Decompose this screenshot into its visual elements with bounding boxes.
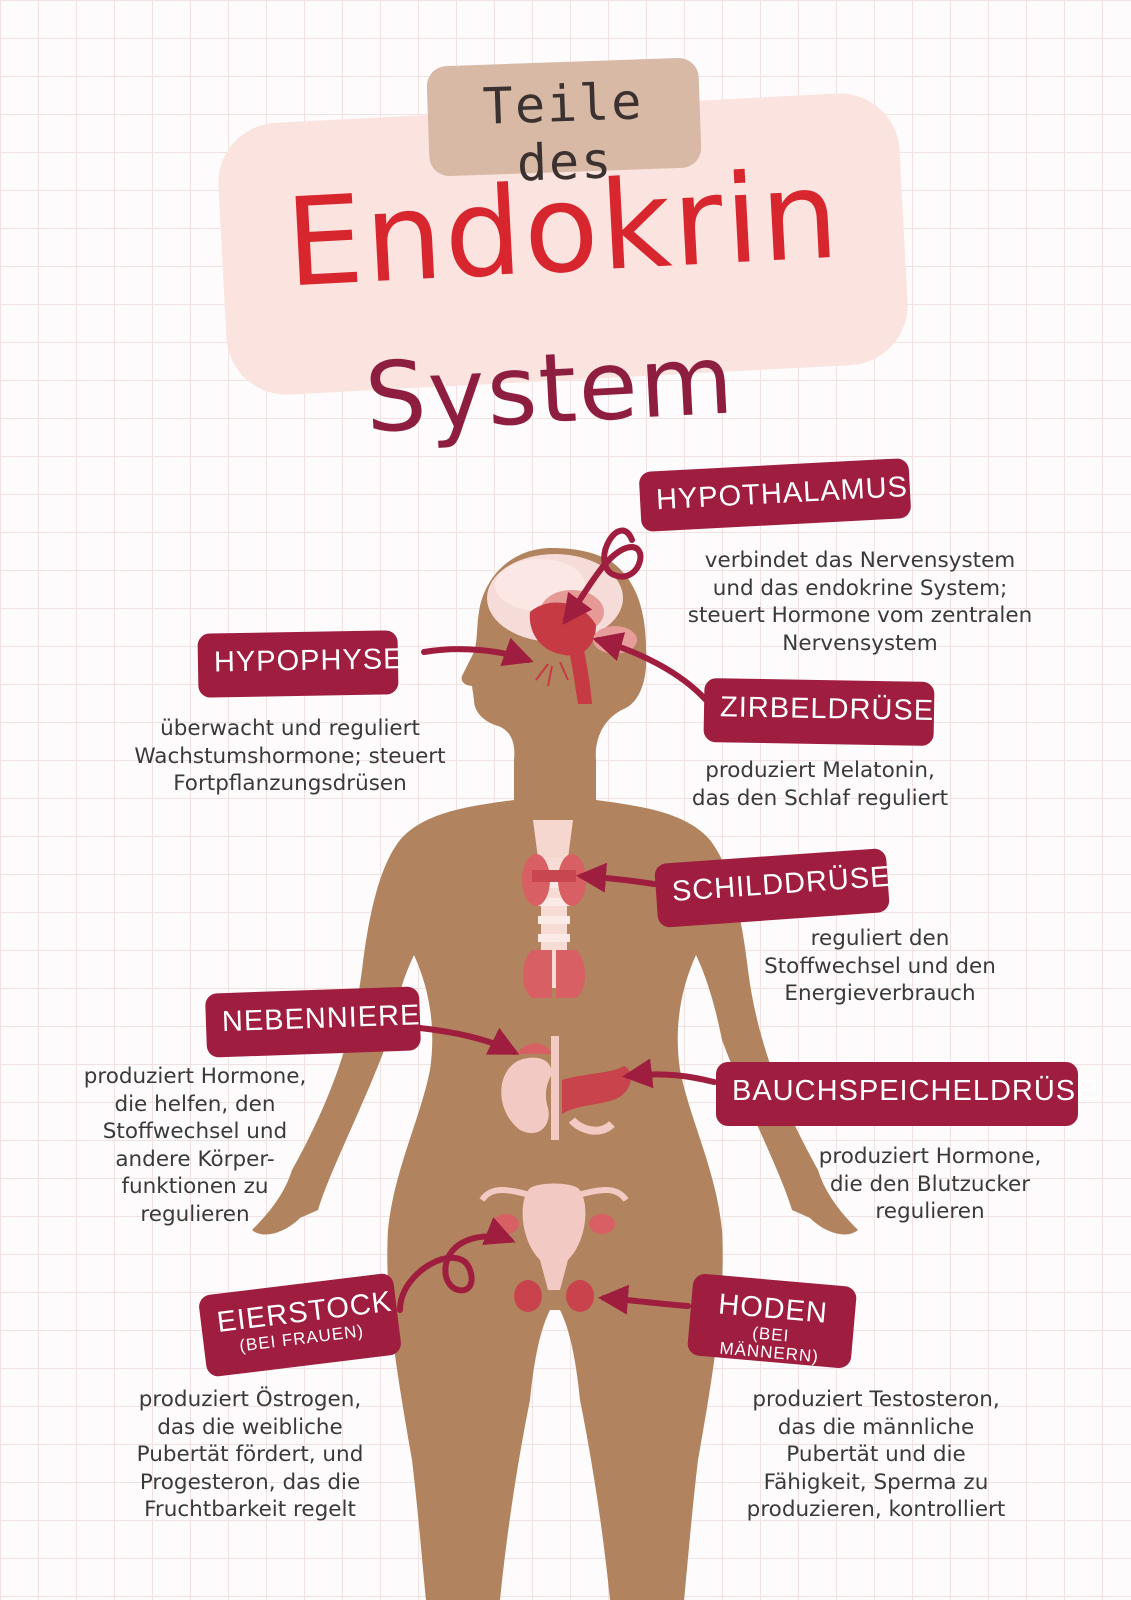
arrow-hypophyse (421, 637, 534, 667)
arrow-bauchspeicheldruese (622, 1058, 717, 1089)
kidney-pancreas-illustration (501, 1036, 632, 1140)
desc-bauchspeicheldruese: produziert Hormone, die den Blutzucker r… (818, 1144, 1042, 1224)
arrow-schilddruese (576, 862, 657, 893)
arrow-eierstock (397, 1217, 516, 1313)
desc-hypophyse: überwacht und reguliert Wachstumshormone… (134, 716, 446, 796)
arrow-zirbeldruese (592, 632, 709, 703)
label-hoden: HODEN (BEI MÄNNERN) (686, 1273, 858, 1369)
desc-hoden: produziert Testosteron, das die männlich… (746, 1387, 1006, 1522)
label-zirbeldruese: ZIRBELDRÜSE (703, 677, 935, 747)
desc-schilddruese: reguliert den Stoffwechsel und den Energ… (764, 926, 996, 1006)
desc-nebenniere: produziert Hormone, die helfen, den Stof… (83, 1064, 307, 1227)
desc-eierstock: produziert Östrogen, das die weibliche P… (136, 1387, 364, 1522)
arrow-hypothalamus (562, 527, 644, 625)
arrow-nebenniere (417, 1025, 520, 1055)
label-nebenniere: NEBENNIERE (204, 986, 422, 1058)
desc-zirbeldruese: produziert Melatonin, das den Schlaf reg… (691, 758, 949, 811)
label-bauchspeicheldruese: BAUCHSPEICHELDRÜSE (716, 1062, 1095, 1126)
label-hypophyse: HYPOPHYSE (197, 630, 404, 698)
desc-hypothalamus: verbindet das Nervensystem und das endok… (687, 548, 1033, 656)
arrow-hoden (598, 1284, 691, 1315)
